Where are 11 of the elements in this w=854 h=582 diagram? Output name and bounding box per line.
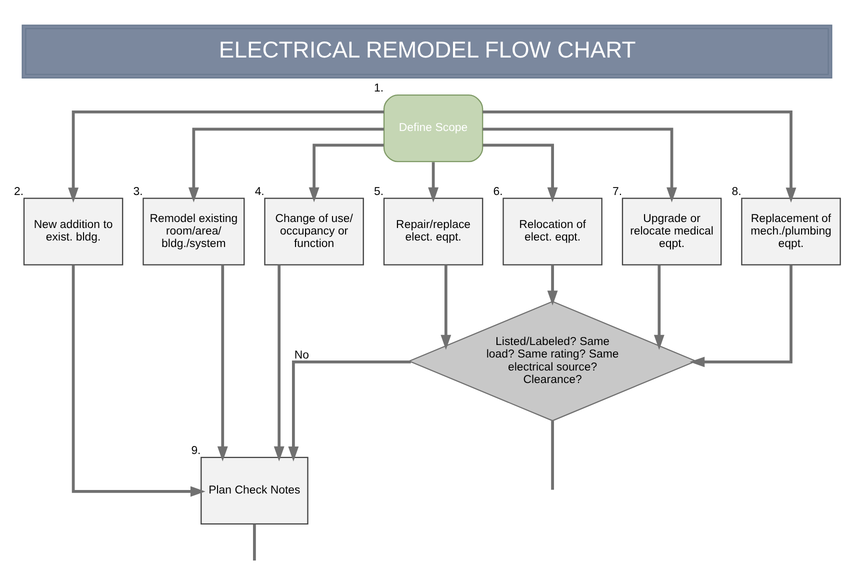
node-label: 3. bbox=[133, 186, 143, 198]
edge-label: No bbox=[294, 349, 309, 362]
node-label: 9. bbox=[191, 444, 201, 457]
node-label: 1. bbox=[374, 82, 384, 95]
node-label: 5. bbox=[374, 186, 384, 198]
node-label: 4. bbox=[254, 186, 264, 198]
node-label: 7. bbox=[612, 186, 622, 198]
node-label: 2. bbox=[14, 186, 24, 198]
node-label: 6. bbox=[493, 186, 503, 198]
diagram-title: ELECTRICAL REMODEL FLOW CHART bbox=[218, 36, 636, 62]
node-label: 8. bbox=[732, 186, 742, 198]
